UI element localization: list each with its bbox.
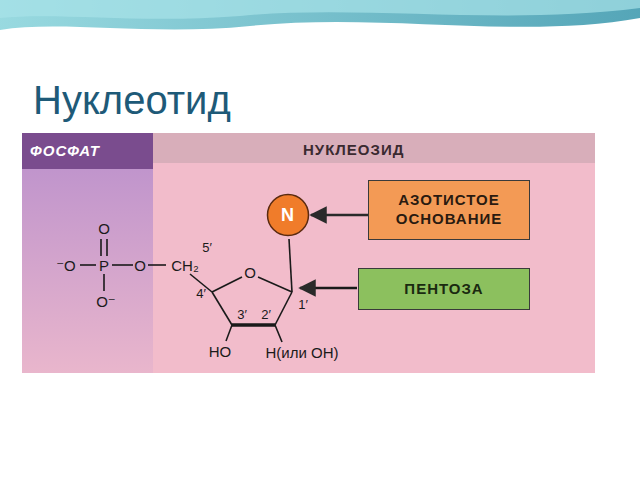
carbon-number: 4′ [196,287,206,300]
panel-band: НУКЛЕОЗИД N АЗОТИСТОЕ ОСНОВАНИЕ ПЕНТОЗА [153,133,595,373]
carbon-number: 1′ [298,298,308,311]
carbon-number: 3′ [237,308,247,321]
atom-label: ⁻O [56,258,76,273]
atom-label: Н(или ОН) [265,345,338,360]
atom-label: CH₂ [171,258,199,273]
panel-heading: ФОСФАТ [22,133,153,161]
pointer-arrow [311,214,368,217]
slide-title: Нуклеотид [33,78,231,122]
node-label: N [281,204,295,227]
label-box: ПЕНТОЗА [358,268,530,310]
base-circle: N [266,193,310,237]
atom-label: O [98,221,110,236]
node-label: АЗОТИСТОЕ ОСНОВАНИЕ [377,191,521,229]
atom-label: O⁻ [96,294,116,309]
panel-heading: НУКЛЕОЗИД [153,133,595,160]
label-box: АЗОТИСТОЕ ОСНОВАНИЕ [368,180,530,240]
atom-label: O [134,258,146,273]
carbon-number: 2′ [261,308,271,321]
panel-band: ФОСФАТ [22,133,153,373]
node-label: ПЕНТОЗА [404,280,483,299]
atom-label: P [99,258,109,273]
atom-label: O [244,265,256,280]
carbon-number: 5′ [202,241,212,254]
atom-label: HO [209,344,232,359]
